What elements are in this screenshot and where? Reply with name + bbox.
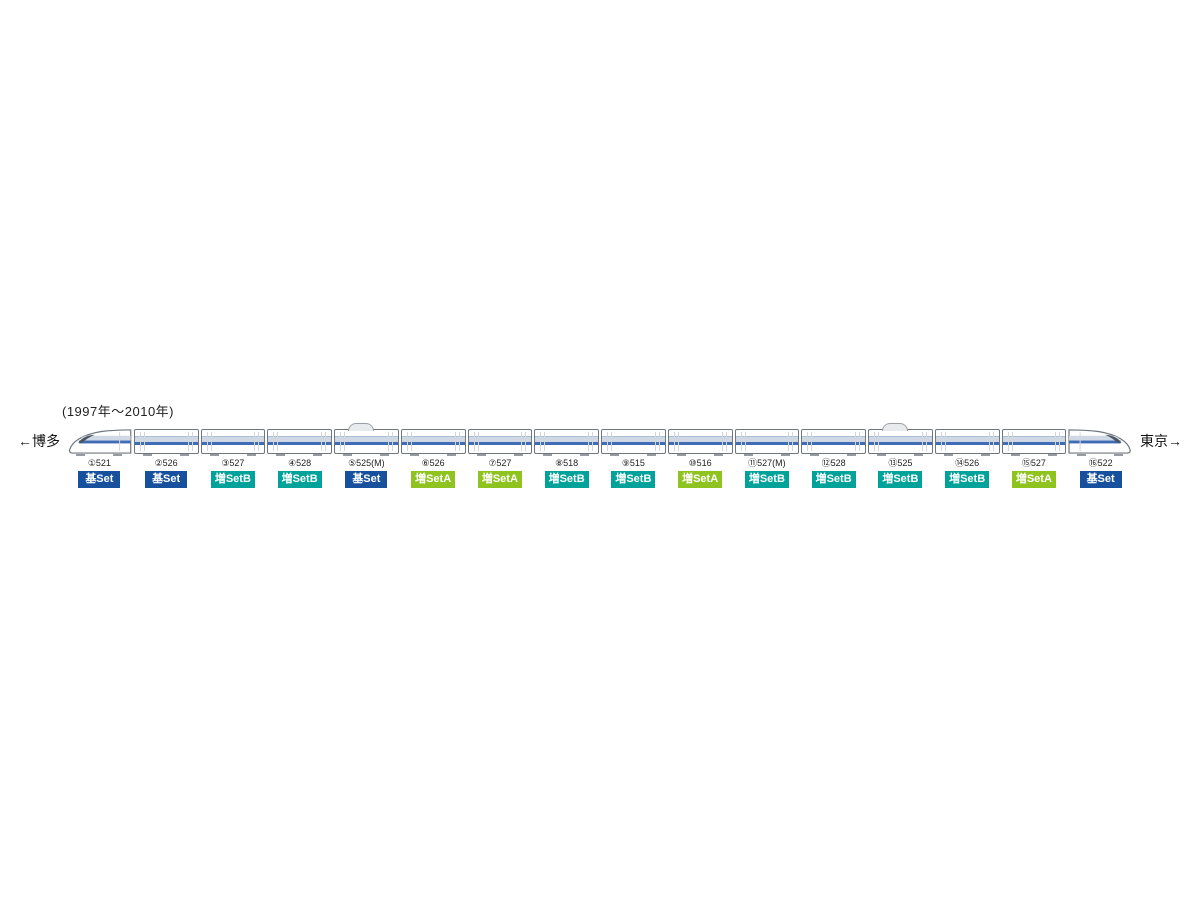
car-number-label: ⑫528	[821, 458, 846, 468]
car-body	[601, 429, 666, 456]
car-number-label: ⑨515	[621, 458, 645, 468]
car-shell	[334, 429, 399, 454]
car-body	[200, 429, 266, 456]
car-body	[133, 429, 199, 456]
car-unit: ⑬525 増SetB	[868, 423, 933, 488]
car-number-label: ①521	[87, 458, 111, 468]
car-number-label: ⑦527	[488, 458, 512, 468]
car-body	[334, 423, 399, 456]
direction-label-hakata: ←博多	[18, 433, 60, 449]
car-unit: ⑭526 増SetB	[934, 429, 1000, 488]
set-badge: 増SetB	[544, 471, 589, 488]
car-number-label: ⑯522	[1088, 458, 1113, 468]
set-badge: 増SetB	[210, 471, 255, 488]
train-row: ←博多 ①521	[18, 423, 1182, 488]
car-body	[1001, 429, 1067, 456]
car-body	[934, 429, 1000, 456]
set-badge: 増SetB	[811, 471, 856, 488]
car-body-nose	[1068, 429, 1133, 456]
car-body	[868, 423, 933, 456]
set-badge: 増SetA	[1011, 471, 1056, 488]
set-badge: 増SetB	[945, 471, 990, 488]
set-badge: 増SetB	[878, 471, 923, 488]
car-unit: ⑫528 増SetB	[801, 429, 866, 488]
car-number-label: ⑩516	[688, 458, 712, 468]
car-body-nose	[67, 429, 132, 456]
car-shell	[734, 429, 800, 454]
set-badge: 基Set	[78, 471, 121, 488]
pantograph-icon	[882, 423, 908, 431]
car-body	[667, 429, 733, 456]
train-consist: ①521 基Set ②526 基Set ③527 増SetB	[67, 423, 1133, 488]
car-shell	[467, 429, 533, 454]
period-label: (1997年〜2010年)	[62, 404, 174, 419]
car-number-label: ④528	[288, 458, 312, 468]
set-badge: 増SetA	[678, 471, 723, 488]
car-shell	[133, 429, 199, 454]
car-unit: ⑨515 増SetB	[601, 429, 666, 488]
car-shell	[267, 429, 332, 454]
car-body	[734, 429, 800, 456]
car-shell	[601, 429, 666, 454]
set-badge: 増SetB	[611, 471, 656, 488]
car-unit: ⑮527 増SetA	[1001, 429, 1067, 488]
set-badge: 増SetA	[411, 471, 456, 488]
car-number-label: ⑬525	[888, 458, 913, 468]
car-unit: ⑦527 増SetA	[467, 429, 533, 488]
car-shell	[801, 429, 866, 454]
set-badge: 増SetB	[277, 471, 322, 488]
set-badge: 増SetA	[477, 471, 522, 488]
car-unit: ⑤525(M) 基Set	[334, 423, 399, 488]
car-shell	[534, 429, 599, 454]
set-badge: 基Set	[145, 471, 188, 488]
set-badge: 基Set	[345, 471, 388, 488]
nose-car-graphic	[1068, 429, 1132, 454]
car-number-label: ⑥526	[421, 458, 445, 468]
car-number-label: ②526	[154, 458, 178, 468]
car-unit: ⑪527(M) 増SetB	[734, 429, 800, 488]
car-shell	[1001, 429, 1067, 454]
car-number-label: ③527	[221, 458, 245, 468]
car-shell	[934, 429, 1000, 454]
nose-car-graphic	[68, 429, 132, 454]
car-number-label: ⑭526	[955, 458, 980, 468]
car-unit: ④528 増SetB	[267, 429, 332, 488]
car-unit: ⑥526 増SetA	[400, 429, 466, 488]
car-shell	[868, 429, 933, 454]
pantograph-icon	[348, 423, 374, 431]
car-number-label: ⑧518	[555, 458, 579, 468]
set-badge: 増SetB	[744, 471, 789, 488]
car-unit: ③527 増SetB	[200, 429, 266, 488]
car-body	[267, 429, 332, 456]
car-unit: ①521 基Set	[67, 429, 132, 488]
car-unit: ②526 基Set	[133, 429, 199, 488]
car-number-label: ⑪527(M)	[748, 458, 786, 468]
car-shell	[667, 429, 733, 454]
set-badge: 基Set	[1079, 471, 1122, 488]
car-unit: ⑯522 基Set	[1068, 429, 1133, 488]
car-unit: ⑧518 増SetB	[534, 429, 599, 488]
car-number-label: ⑤525(M)	[348, 458, 385, 468]
direction-label-tokyo: 東京→	[1140, 433, 1182, 449]
car-shell	[400, 429, 466, 454]
car-body	[467, 429, 533, 456]
car-number-label: ⑮527	[1021, 458, 1046, 468]
car-shell	[200, 429, 266, 454]
car-unit: ⑩516 増SetA	[667, 429, 733, 488]
car-body	[801, 429, 866, 456]
car-body	[400, 429, 466, 456]
car-body	[534, 429, 599, 456]
